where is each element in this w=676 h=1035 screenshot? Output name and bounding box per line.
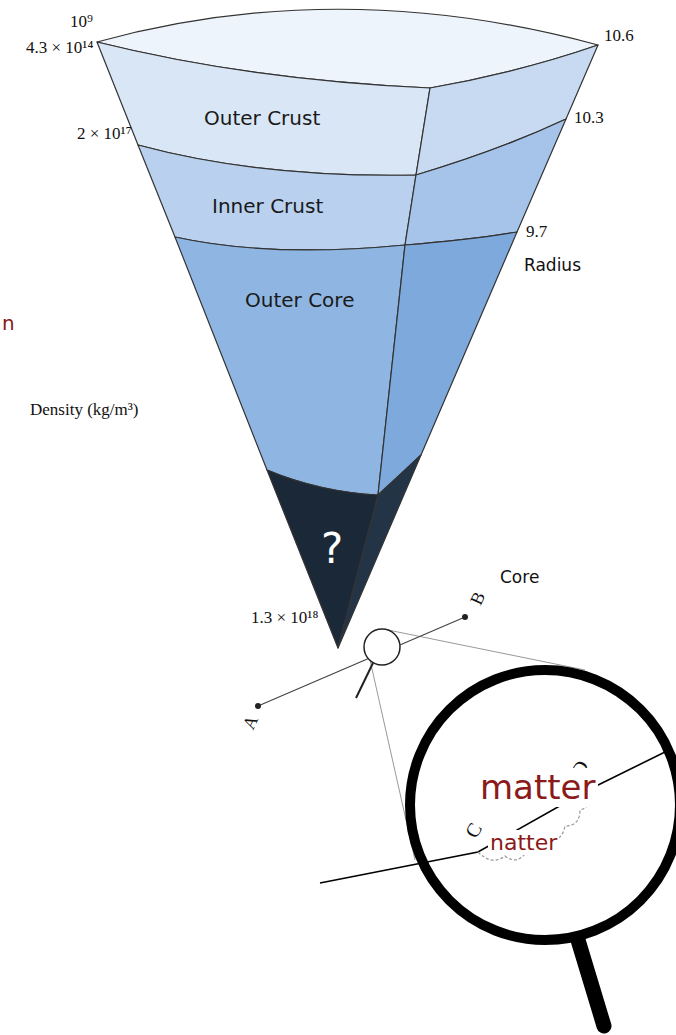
density-value: 4.3 × 10¹⁴ (26, 38, 93, 58)
axis-title: Density (kg/m³) (30, 400, 139, 420)
band-label: Inner Crust (212, 194, 323, 218)
neutron-star-wedge (97, 9, 598, 648)
point-label: B (466, 589, 490, 609)
cut-text: n (2, 312, 15, 335)
density-value: 1.3 × 10¹⁸ (251, 608, 318, 628)
point-label: A (238, 712, 262, 733)
radius-value: 10.3 (574, 108, 604, 128)
radius-value: 9.7 (526, 222, 547, 242)
unknown-core-mark: ? (321, 524, 343, 573)
region-label: Core (500, 568, 539, 588)
layer-band: ? (317, 522, 347, 575)
magnifier (255, 614, 676, 1026)
axis-title: Radius (524, 256, 581, 276)
band-label: Outer Core (245, 288, 354, 312)
heading-fragment: natter (488, 830, 559, 855)
density-value: 2 × 10¹⁷ (77, 124, 132, 144)
heading-fragment: matter (478, 768, 598, 807)
density-value: 10⁹ (70, 12, 93, 32)
band-label: Outer Crust (204, 106, 320, 130)
layer-band: Inner Crust (208, 192, 327, 220)
layer-band: Outer Core (241, 286, 358, 314)
layer-band: Outer Crust (200, 104, 324, 132)
radius-value: 10.6 (604, 26, 634, 46)
